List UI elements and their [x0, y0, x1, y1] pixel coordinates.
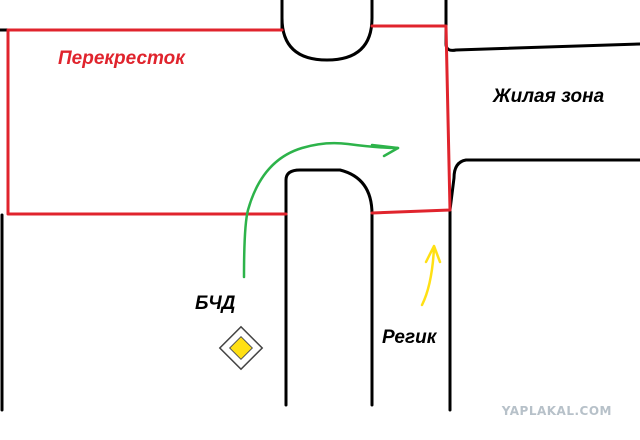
road-edge-top-right — [370, 0, 448, 28]
watermark: YAPLAKAL.COM — [501, 404, 612, 418]
intersection-boundary — [6, 24, 452, 216]
residential-zone-label: Жилая зона — [493, 86, 605, 107]
road-edge-top-left — [0, 0, 284, 32]
regular-car-label: Регик — [382, 327, 437, 348]
road-edge-right-upper — [444, 24, 640, 52]
median-top-island — [280, 0, 374, 62]
priority-road-sign-icon — [218, 325, 264, 371]
main-road-car-label: БЧД — [195, 293, 236, 314]
road-edge-right-lower — [448, 158, 640, 212]
median-bottom-island — [284, 168, 374, 407]
intersection-label: Перекресток — [58, 48, 185, 69]
straight-arrow-up-icon — [420, 244, 442, 307]
curved-arrow-left-turn-icon — [242, 141, 400, 279]
